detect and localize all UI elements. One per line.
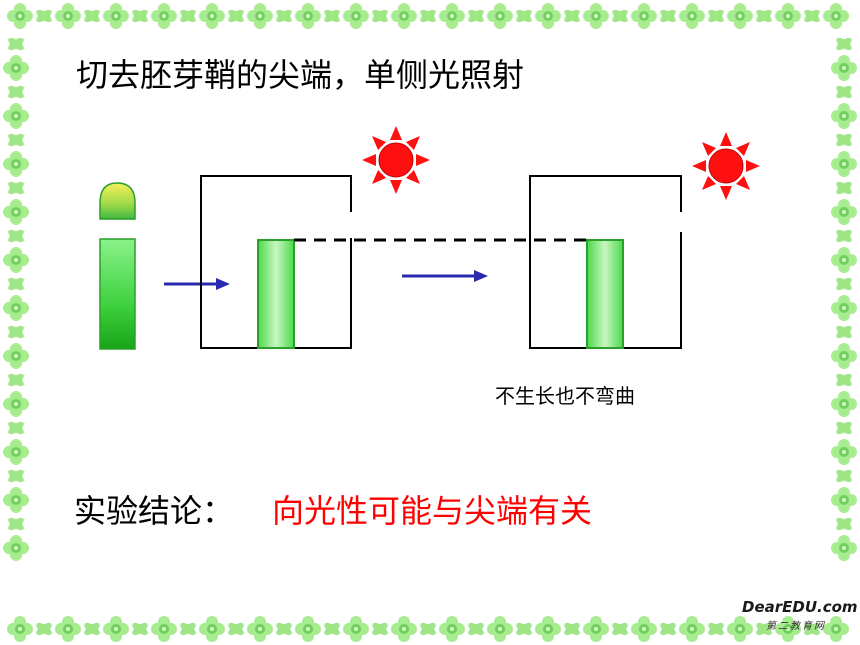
sun-icon: [691, 131, 761, 201]
light-box-1: [200, 175, 352, 349]
watermark-main: DearEDU.com: [742, 598, 858, 616]
coleoptile-tip: [99, 182, 136, 220]
coleoptile-stem-in-box-2: [586, 239, 624, 349]
arrow-right-icon: [402, 270, 488, 282]
conclusion-value: 向光性可能与尖端有关: [272, 492, 593, 530]
coleoptile-stem: [99, 238, 136, 350]
sun-icon: [361, 125, 431, 195]
watermark-sub: 第二教育网: [766, 621, 826, 632]
watermark-logo: DearEDU.com 第二教育网: [736, 598, 858, 634]
slide-title: 切去胚芽鞘的尖端，单侧光照射: [76, 56, 525, 94]
conclusion-label: 实验结论：: [74, 492, 235, 530]
arrow-right-icon: [164, 278, 230, 290]
light-box-2: [529, 175, 682, 349]
coleoptile-stem-in-box-1: [257, 239, 295, 349]
result-caption: 不生长也不弯曲: [495, 384, 635, 408]
